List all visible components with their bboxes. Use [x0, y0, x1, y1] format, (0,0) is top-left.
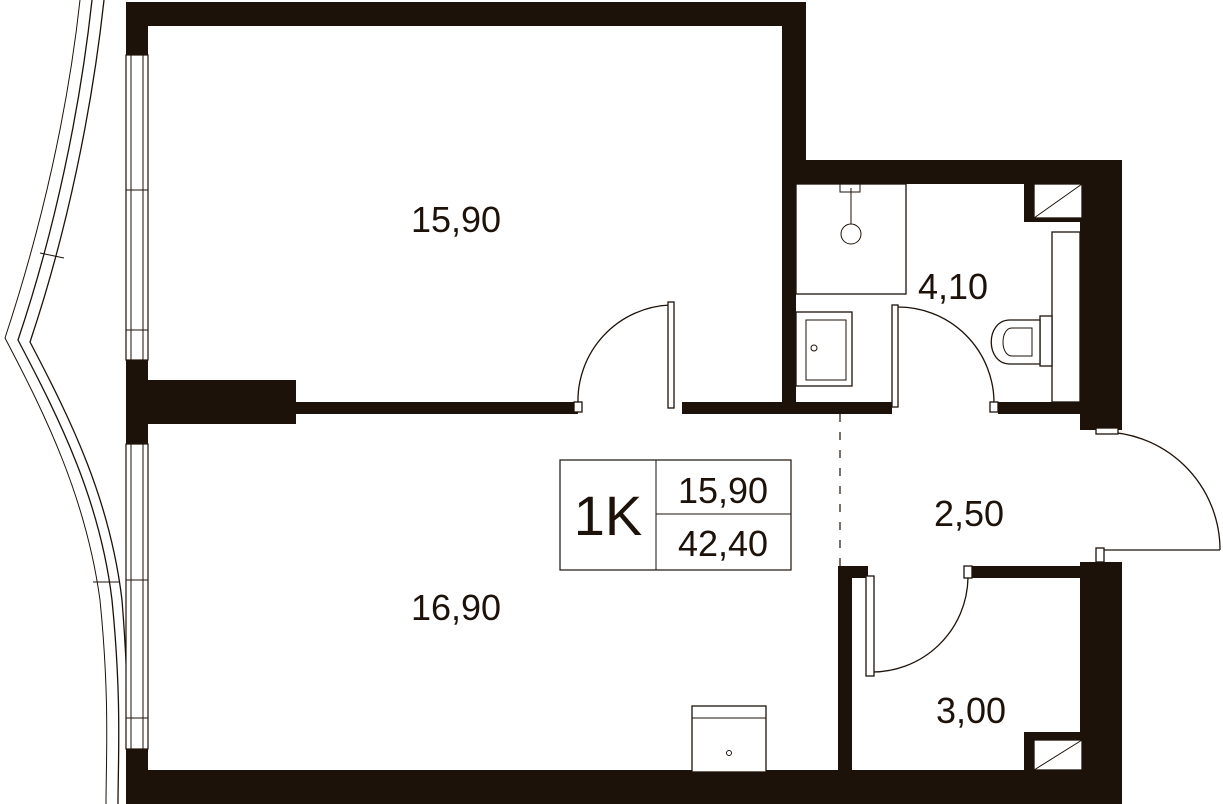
- bathroom-area-label: 4,10: [918, 266, 988, 307]
- appliance: [691, 705, 767, 773]
- bathroom-fixtures: [795, 183, 1081, 403]
- closets: [1033, 183, 1083, 771]
- room-labels: 15,90 4,10 2,50 16,90 3,00: [411, 199, 1006, 731]
- bedroom-area-label: 15,90: [411, 199, 501, 240]
- storage-area-label: 3,00: [936, 690, 1006, 731]
- bath-cabinet: [1051, 231, 1081, 403]
- hall-area-label: 2,50: [934, 493, 1004, 534]
- living-area-label: 16,90: [411, 587, 501, 628]
- toilet-icon: [990, 315, 1053, 367]
- curved-facade: [4, 0, 129, 804]
- living-area-total: 15,90: [678, 470, 768, 511]
- sink: [795, 311, 853, 387]
- apartment-legend: 1K 15,90 42,40: [559, 459, 792, 571]
- apartment-type: 1K: [574, 484, 643, 547]
- walls: [126, 2, 1122, 804]
- doors: [573, 301, 1221, 677]
- total-area: 42,40: [678, 523, 768, 564]
- left-windows: [125, 54, 149, 750]
